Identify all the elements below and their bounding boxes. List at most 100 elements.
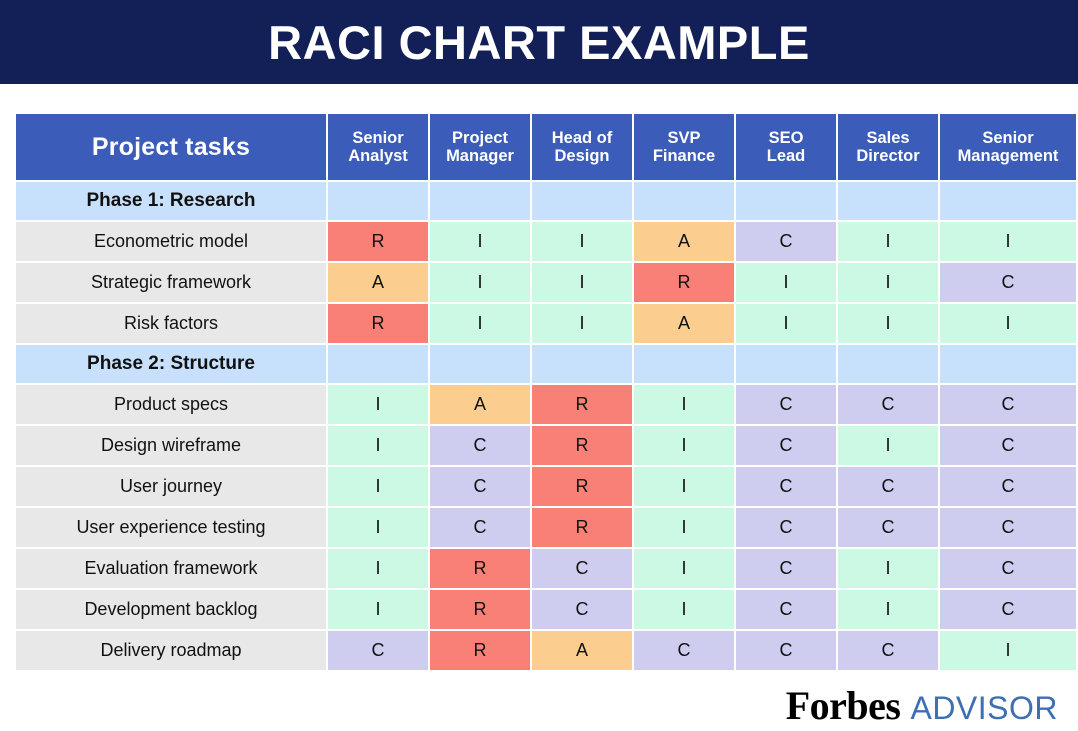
raci-cell: C xyxy=(736,508,836,547)
raci-cell: C xyxy=(940,263,1076,302)
raci-cell xyxy=(430,345,530,383)
raci-cell: I xyxy=(328,549,428,588)
task-label: Development backlog xyxy=(16,590,326,629)
role-header-line2: Finance xyxy=(652,147,716,165)
forbes-wordmark: Forbes xyxy=(785,683,901,728)
phase-row: Phase 1: Research xyxy=(16,182,1076,220)
raci-cell: C xyxy=(838,631,938,670)
raci-cell: I xyxy=(940,631,1076,670)
raci-cell: R xyxy=(430,590,530,629)
role-header-line2: Analyst xyxy=(348,147,408,165)
raci-cell: R xyxy=(532,385,632,424)
role-header-line1: Project xyxy=(452,128,508,147)
raci-cell xyxy=(940,345,1076,383)
raci-cell: C xyxy=(940,426,1076,465)
task-label: Delivery roadmap xyxy=(16,631,326,670)
raci-cell xyxy=(532,182,632,220)
raci-cell xyxy=(328,182,428,220)
raci-cell: R xyxy=(532,426,632,465)
raci-cell: C xyxy=(838,467,938,506)
column-header-project-tasks: Project tasks xyxy=(16,114,326,180)
raci-cell: I xyxy=(430,263,530,302)
raci-cell: I xyxy=(736,263,836,302)
task-label: Risk factors xyxy=(16,304,326,343)
raci-cell: I xyxy=(532,304,632,343)
role-header-line1: SEO xyxy=(768,128,804,147)
raci-cell: C xyxy=(430,426,530,465)
role-header-line2: Director xyxy=(856,147,920,165)
role-header-line1: SVP xyxy=(667,128,701,147)
role-header-line1: Senior xyxy=(982,128,1034,147)
raci-cell: A xyxy=(430,385,530,424)
raci-cell: I xyxy=(328,590,428,629)
raci-cell xyxy=(430,182,530,220)
raci-cell: I xyxy=(634,385,734,424)
raci-cell: C xyxy=(940,508,1076,547)
raci-cell: A xyxy=(634,222,734,261)
raci-cell xyxy=(838,345,938,383)
raci-cell: A xyxy=(532,631,632,670)
raci-cell: I xyxy=(838,590,938,629)
raci-cell: C xyxy=(736,222,836,261)
raci-cell: I xyxy=(430,304,530,343)
raci-cell: C xyxy=(736,549,836,588)
raci-cell: I xyxy=(634,590,734,629)
raci-cell: I xyxy=(328,467,428,506)
raci-cell: I xyxy=(634,549,734,588)
raci-cell: C xyxy=(838,508,938,547)
raci-cell: C xyxy=(940,385,1076,424)
forbes-advisor-logo: Forbes ADVISOR xyxy=(0,672,1078,726)
role-header-line2: Management xyxy=(957,147,1059,165)
raci-cell xyxy=(940,182,1076,220)
raci-cell: I xyxy=(328,508,428,547)
raci-cell: I xyxy=(430,222,530,261)
task-label: Design wireframe xyxy=(16,426,326,465)
task-label: Econometric model xyxy=(16,222,326,261)
raci-cell: C xyxy=(838,385,938,424)
raci-cell: C xyxy=(736,426,836,465)
task-label: Strategic framework xyxy=(16,263,326,302)
raci-cell: I xyxy=(532,263,632,302)
raci-cell: A xyxy=(328,263,428,302)
role-header-line1: Senior xyxy=(352,128,404,147)
role-header-line1: Head of xyxy=(551,128,613,147)
raci-cell: I xyxy=(838,549,938,588)
raci-cell: I xyxy=(838,304,938,343)
page-title: RACI CHART EXAMPLE xyxy=(268,15,810,69)
raci-cell xyxy=(634,182,734,220)
raci-cell: C xyxy=(532,549,632,588)
raci-cell: R xyxy=(328,304,428,343)
role-header-line1: Sales xyxy=(866,128,910,147)
task-label: Evaluation framework xyxy=(16,549,326,588)
raci-cell: C xyxy=(328,631,428,670)
raci-cell: I xyxy=(328,426,428,465)
advisor-wordmark: ADVISOR xyxy=(910,690,1058,726)
title-banner: RACI CHART EXAMPLE xyxy=(0,0,1078,84)
raci-cell: R xyxy=(634,263,734,302)
task-label: User experience testing xyxy=(16,508,326,547)
raci-cell: I xyxy=(838,263,938,302)
role-header-line2: Design xyxy=(554,147,610,165)
raci-cell: R xyxy=(430,549,530,588)
task-label: User journey xyxy=(16,467,326,506)
raci-cell: I xyxy=(940,304,1076,343)
raci-cell: I xyxy=(838,426,938,465)
phase-row: Phase 2: Structure xyxy=(16,345,1076,383)
raci-cell: I xyxy=(634,467,734,506)
raci-cell: C xyxy=(940,549,1076,588)
